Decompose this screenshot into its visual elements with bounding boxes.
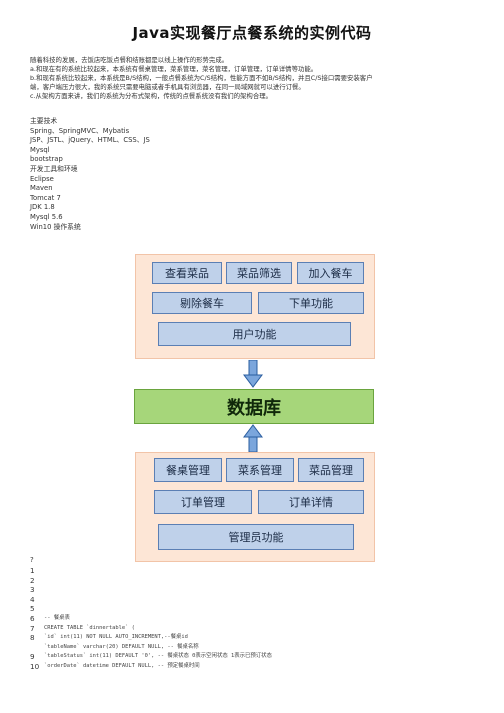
tech-item: Tomcat 7: [30, 193, 61, 202]
cuisine-mgmt-box: 菜系管理: [226, 458, 294, 482]
user-functions-box: 用户功能: [158, 322, 351, 346]
intro-line: 随着科技的发展，去饭店吃饭点餐和结账都是以线上操作的形势完成。: [30, 56, 229, 64]
tech-item: JDK 1.8: [30, 203, 55, 212]
database-bar: 数据库: [134, 389, 374, 424]
code-line: 3: [30, 585, 35, 595]
intro-line: b.和现有系统比较起来，本系统是B/S结构，一般点餐系统为C/S结构，性能方面不…: [30, 74, 373, 82]
dish-mgmt-box: 菜品管理: [298, 458, 364, 482]
code-line: 1: [30, 566, 35, 575]
code-line: 10`orderDate` datetime DEFAULT NULL, -- …: [30, 661, 200, 671]
tech-item: Mysql 5.6: [30, 212, 63, 221]
tech-item: JSP、JSTL、jQuery、HTML、CSS、JS: [30, 136, 150, 145]
tech-item: 开发工具和环境: [30, 164, 78, 173]
intro-line: c.从架构方面来讲，我们的系统为分布式架构，传统的点餐系统没有我们的架构合理。: [30, 92, 272, 100]
tech-item: Maven: [30, 184, 53, 193]
code-question-mark: ?: [30, 556, 34, 564]
arrow-down-icon: [243, 360, 263, 388]
remove-from-cart-box: 剔除餐车: [152, 292, 252, 314]
page-title: Java实现餐厅点餐系统的实例代码: [132, 24, 372, 42]
arrow-up-icon: [243, 424, 263, 452]
intro-paragraph: 随着科技的发展，去饭店吃饭点餐和结账都是以线上操作的形势完成。 a.和现在有的系…: [30, 56, 480, 101]
filter-dishes-box: 菜品筛选: [226, 262, 292, 284]
code-line: 2: [30, 575, 35, 585]
intro-line: 端，客户端压力很大，我的系统只需要电脑或者手机具有浏览器，在同一局域网就可以进行…: [30, 83, 305, 91]
order-mgmt-box: 订单管理: [154, 490, 252, 514]
code-line: 9 `tableStatus` int(11) DEFAULT '0', -- …: [30, 652, 272, 662]
code-line: 4: [30, 594, 35, 604]
code-line: 6-- 餐桌表: [30, 613, 70, 623]
tech-item: 主要技术: [30, 117, 58, 125]
code-line: 5: [30, 604, 35, 614]
admin-functions-box: 管理员功能: [158, 524, 354, 550]
table-mgmt-box: 餐桌管理: [154, 458, 222, 482]
place-order-box: 下单功能: [258, 292, 364, 314]
order-detail-box: 订单详情: [258, 490, 364, 514]
tech-item: Win10 操作系统: [30, 222, 81, 231]
tech-item: bootstrap: [30, 155, 63, 164]
code-line: 8 `id` int(11) NOT NULL AUTO_INCREMENT,-…: [30, 633, 188, 643]
intro-line: a.和现在有的系统比较起来，本系统有餐桌管理，菜系管理，菜名管理，订单管理，订单…: [30, 65, 318, 73]
tech-item: Eclipse: [30, 174, 54, 183]
tech-item: Mysql: [30, 145, 50, 154]
code-line: `tableName` varchar(20) DEFAULT NULL, --…: [44, 643, 199, 650]
tech-item: Spring、SpringMVC、Mybatis: [30, 126, 130, 135]
tech-list: 主要技术 Spring、SpringMVC、Mybatis JSP、JSTL、j…: [30, 117, 150, 232]
view-dishes-box: 查看菜品: [152, 262, 222, 284]
add-to-cart-box: 加入餐车: [297, 262, 364, 284]
